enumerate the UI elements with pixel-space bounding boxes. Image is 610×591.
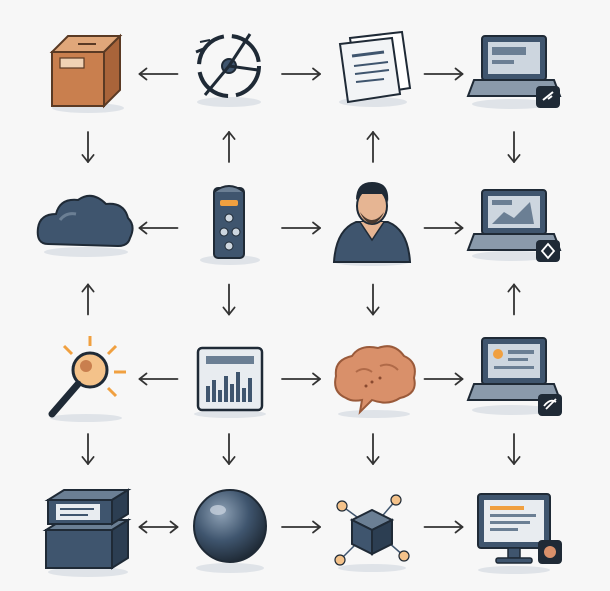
laptop-profile-icon — [466, 337, 562, 416]
arrow-laptop-1-to-laptop-2 — [507, 131, 521, 163]
arrow-brain-to-laptop-3 — [423, 372, 464, 386]
brain-thought-icon — [334, 345, 416, 418]
arrow-magnifier-to-servers — [81, 433, 95, 465]
arrow-box-to-cloud — [81, 131, 95, 163]
cardboard-box-icon — [49, 33, 124, 113]
person-icon — [332, 182, 412, 266]
arrow-sphere-to-cube-network — [281, 520, 321, 534]
bar-chart-panel-icon — [194, 346, 266, 418]
arrow-chart-panel-to-brain — [281, 372, 321, 386]
documents-icon — [338, 30, 412, 107]
arrow-brain-to-cube-network — [366, 433, 380, 465]
sphere-icon — [193, 489, 267, 573]
cube-network-icon — [334, 494, 410, 572]
arrow-device-to-wheel — [222, 131, 236, 163]
arrow-person-to-laptop-2 — [423, 221, 464, 235]
server-stack-icon — [42, 488, 132, 577]
arrow-person-to-brain — [366, 283, 380, 316]
arrow-wheel-to-box — [138, 67, 179, 81]
cloud-icon — [36, 194, 134, 257]
arrow-person-to-documents — [366, 131, 380, 163]
arrow-device-to-cloud — [138, 221, 179, 235]
arrow-chart-panel-to-sphere — [222, 433, 236, 465]
arrows-layer — [81, 67, 521, 534]
arrow-chart-panel-to-magnifier — [138, 372, 179, 386]
control-device-icon — [200, 185, 260, 265]
laptop-pen-icon — [466, 35, 562, 109]
arrow-device-to-chart-panel — [222, 283, 236, 316]
arrow-documents-to-laptop-1 — [423, 67, 464, 81]
arrow-laptop-3-to-laptop-2 — [507, 283, 521, 316]
magnifying-glass-icon — [48, 336, 126, 422]
laptop-chart-icon — [466, 189, 562, 262]
arrow-servers-to-sphere — [138, 520, 179, 534]
target-wheel-icon — [195, 33, 261, 107]
monitor-icon — [477, 493, 562, 574]
arrow-laptop-3-to-monitor — [507, 433, 521, 465]
arrow-wheel-to-documents — [281, 67, 321, 81]
arrow-device-to-person — [281, 221, 321, 235]
arrow-magnifier-to-cloud — [81, 283, 95, 316]
arrow-cube-network-to-monitor — [423, 520, 464, 534]
